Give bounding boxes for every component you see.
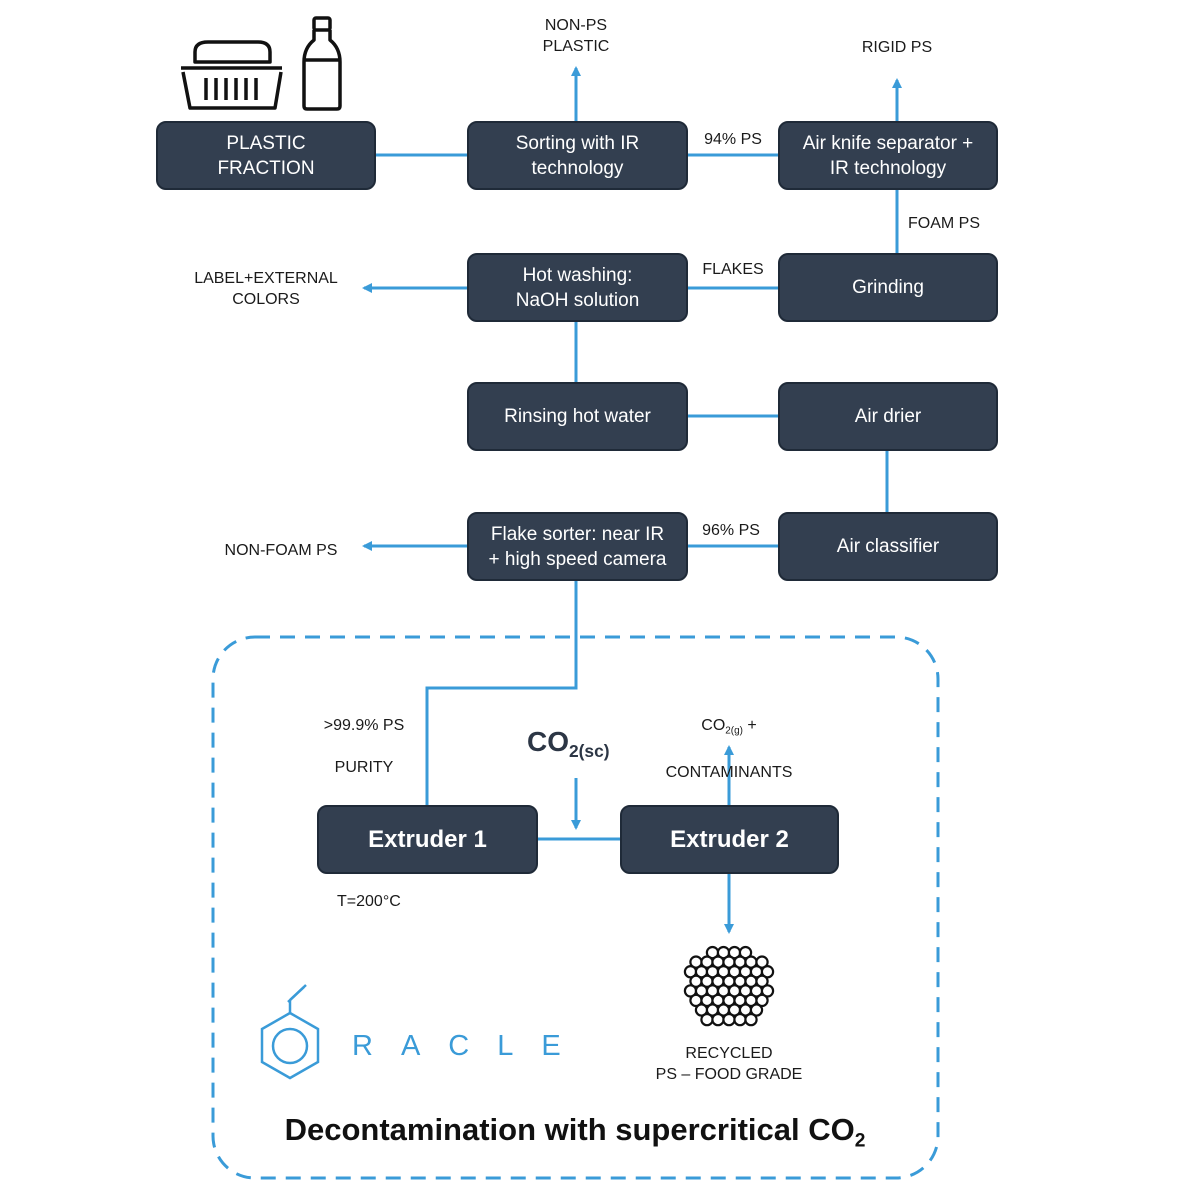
box-label: Flake sorter: near IR + high speed camer… — [488, 523, 667, 570]
title-main: Decontamination with supercritical CO — [284, 1112, 855, 1147]
box-label: Sorting with IR technology — [515, 132, 640, 179]
bottle-icon — [302, 16, 342, 111]
box-air-drier: Air drier — [778, 382, 998, 451]
box-label: Air classifier — [836, 536, 940, 557]
box-flake-sorter: Flake sorter: near IR + high speed camer… — [467, 512, 688, 581]
box-label: Air drier — [854, 406, 922, 427]
co2sc-main: CO — [527, 726, 569, 757]
box-label: Extruder 2 — [670, 826, 789, 853]
label-co2-supercritical: CO2(sc) — [527, 726, 610, 762]
label-co2-contaminants: CO2(g) + CONTAMINANTS — [639, 694, 819, 783]
title-sub: 2 — [854, 1130, 866, 1152]
label-94-ps: 94% PS — [704, 131, 762, 148]
label-flakes: FLAKES — [702, 261, 764, 278]
co2sc-sub: 2(sc) — [569, 741, 610, 762]
container-icon — [181, 40, 283, 110]
box-label: PLASTIC FRACTION — [217, 132, 315, 179]
box-extruder-2: Extruder 2 — [620, 805, 839, 874]
label-rigid-ps: RIGID PS — [861, 39, 933, 56]
label-non-ps-plastic: NON-PS PLASTIC — [542, 17, 610, 55]
contaminants-text: CONTAMINANTS — [665, 764, 793, 782]
box-hot-washing: Hot washing: NaOH solution — [467, 253, 688, 322]
purity-line-1: >99.9% PS — [323, 717, 405, 734]
box-label: Grinding — [852, 277, 924, 298]
pellets-icon — [683, 945, 775, 1027]
label-foam-ps: FOAM PS — [908, 215, 981, 232]
box-label: Extruder 1 — [368, 826, 487, 853]
box-label: Air knife separator + IR technology — [802, 132, 974, 179]
box-air-knife-separator: Air knife separator + IR technology — [778, 121, 998, 190]
box-grinding: Grinding — [778, 253, 998, 322]
label-96-ps: 96% PS — [702, 522, 760, 539]
co2g-sub: 2(g) — [725, 725, 743, 737]
connector-sorter-to-extruder1 — [425, 580, 578, 805]
co2g-plus: + — [742, 717, 757, 734]
box-label: Hot washing: NaOH solution — [515, 264, 640, 311]
co2g-main: CO — [701, 717, 726, 734]
label-recycled-output: RECYCLED PS – FOOD GRADE — [655, 1045, 803, 1083]
label-temperature: T=200°C — [337, 893, 401, 910]
label-purity: >99.9% PS PURITY — [304, 694, 424, 778]
decontamination-title: Decontamination with supercritical CO2 — [0, 1112, 1150, 1153]
box-air-classifier: Air classifier — [778, 512, 998, 581]
oracle-logo-icon — [260, 984, 320, 1080]
label-external-colors: LABEL+EXTERNAL COLORS — [194, 270, 338, 308]
label-non-foam-ps: NON-FOAM PS — [224, 542, 338, 559]
box-rinsing: Rinsing hot water — [467, 382, 688, 451]
decontamination-frame — [211, 635, 940, 1180]
box-plastic-fraction: PLASTIC FRACTION — [156, 121, 376, 190]
box-label: Rinsing hot water — [504, 406, 651, 427]
box-sorting-ir: Sorting with IR technology — [467, 121, 688, 190]
purity-line-2: PURITY — [334, 759, 394, 776]
oracle-logo-text: RACLE — [352, 1030, 589, 1062]
box-extruder-1: Extruder 1 — [317, 805, 538, 874]
